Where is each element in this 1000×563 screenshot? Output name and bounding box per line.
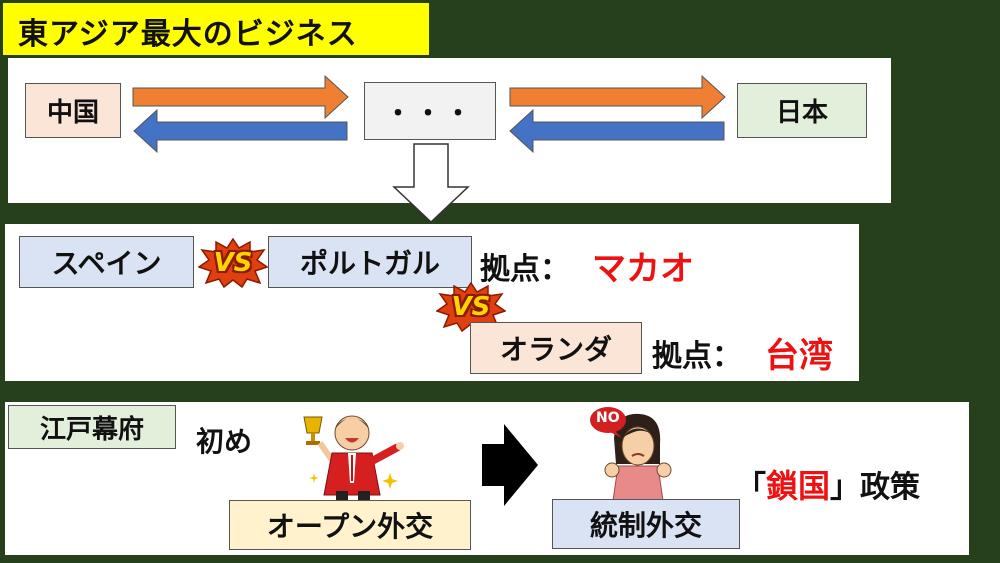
policy-change-arrow (482, 424, 538, 506)
open-policy-box: オープン外交 (229, 500, 471, 550)
vs-badge-1: VS (198, 238, 268, 288)
arrow-china-to-middle (132, 74, 349, 120)
down-arrow (392, 143, 470, 224)
japan-box: 日本 (737, 83, 867, 138)
arrow-japan-to-middle (509, 108, 725, 154)
trade-arrows (132, 74, 726, 224)
sakoku-word: 鎖国 (766, 467, 831, 505)
portugal-base-label: 拠点： (480, 252, 570, 287)
shogunate-title-box: 江戸幕府 (8, 405, 176, 449)
refusing-woman-illustration (590, 407, 672, 508)
vs-label-2: VS (451, 292, 491, 322)
sakoku-policy: 「鎖国」政策 (736, 461, 920, 507)
arrow-middle-to-china (133, 108, 348, 154)
page-title: 東アジア最大のビジネス (18, 17, 358, 52)
title-banner (3, 3, 429, 55)
middleman-box: ・・・ (364, 82, 496, 140)
no-badge-text: NO (596, 410, 620, 426)
netherlands-box: オランダ (470, 322, 642, 374)
netherlands-base-label: 拠点： (652, 339, 742, 374)
portugal-base: マカオ (592, 249, 694, 289)
vs-label-1: VS (213, 248, 253, 278)
netherlands-base: 台湾 (765, 336, 833, 376)
cheering-man-illustration (303, 415, 404, 503)
sakoku-close: 」政策 (830, 470, 921, 505)
sakoku-open-bracket: 「 (736, 470, 766, 505)
china-box: 中国 (25, 83, 121, 138)
arrow-middle-to-japan (509, 74, 726, 120)
vs-badge-2: VS (436, 282, 506, 332)
spain-box: スペイン (19, 236, 194, 288)
portugal-box: ポルトガル (268, 236, 472, 288)
controlled-policy-box: 統制外交 (552, 499, 740, 549)
early-label: 初め (196, 425, 253, 458)
